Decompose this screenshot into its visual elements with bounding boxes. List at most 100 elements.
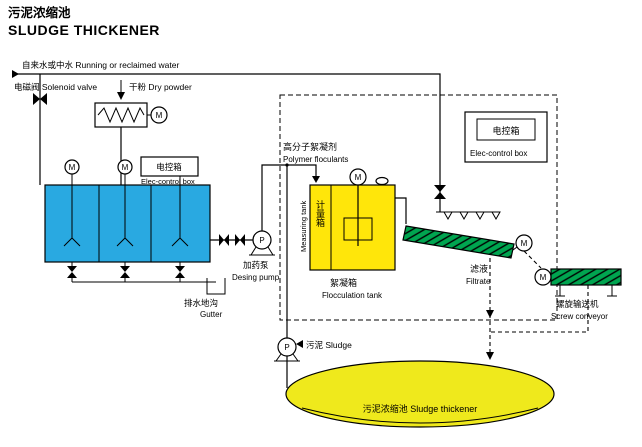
control-cabinet [464, 111, 548, 163]
dry-powder-feeder: 干粉 Dry powder M [94, 80, 192, 185]
pipe-line [261, 164, 317, 231]
shaft-line [512, 246, 518, 251]
control-box-label-en: Elec-control box [141, 177, 195, 186]
pump-label: P [259, 236, 264, 245]
gutter-channel-icon [206, 278, 226, 295]
measuring-tank-label-zh: 计量箱 [315, 199, 325, 228]
pump-stand [249, 246, 275, 256]
motor-label: M [122, 163, 129, 172]
dosing-pump-label-zh: 加药泵 [243, 260, 269, 270]
spray-nozzles [434, 185, 501, 221]
equipment-enclosure-dashed [279, 94, 558, 321]
down-arrow-icon [117, 92, 125, 100]
screw-conveyor: M 螺旋输送机 Screw conveyor [523, 250, 622, 321]
screen-flights-hatch [403, 226, 514, 258]
polymer-label-en: Polymer floculants [283, 155, 348, 164]
paddle-frame-icon [343, 217, 373, 241]
tank-fitting [375, 176, 389, 186]
tank-outlet-line [395, 197, 407, 224]
solenoid-valve-label: 电磁阀 Solenoid valve [14, 82, 97, 92]
motor-label: M [69, 163, 76, 172]
sludge-label: 污泥 Sludge [306, 340, 352, 350]
valve-icon [434, 192, 446, 199]
valve-icon [434, 185, 446, 192]
diagram-title: 污泥浓缩池 SLUDGE THICKENER [8, 5, 160, 38]
measuring-tank-label-en: Measuring tank [299, 200, 308, 252]
valve-icon [67, 266, 77, 272]
filtrate-label-zh: 滤液 [470, 263, 488, 274]
screw-feeder-icon [97, 106, 145, 124]
dewatering-screen: M 滤液 Filtrate [402, 225, 533, 286]
control-box [476, 118, 536, 141]
mixer-1: M [63, 159, 81, 247]
polymer-label-zh: 高分子絮凝剂 [283, 141, 337, 152]
motor-icon [150, 106, 168, 124]
solenoid-valve: 电磁阀 Solenoid valve [14, 74, 97, 185]
nozzle-icon [491, 211, 501, 221]
valve-icon [219, 234, 224, 246]
flow-arrow-icon [296, 340, 303, 348]
valve-icon [67, 272, 77, 278]
control-box-label-zh: 电控箱 [156, 162, 182, 172]
gutter-label-zh: 排水地沟 [184, 298, 218, 308]
motor-label: M [521, 239, 528, 248]
valve-icon [33, 93, 40, 105]
discharge-lines [486, 258, 589, 360]
mixer-2: M [116, 159, 134, 247]
filtrate-label-en: Filtrate [466, 277, 491, 286]
water-pipe-line [14, 73, 441, 212]
thickener-label: 污泥浓缩池 Sludge thickener [363, 403, 478, 414]
motor-label: M [156, 111, 163, 120]
valve-icon [120, 272, 130, 278]
dry-powder-label: 干粉 Dry powder [129, 82, 192, 92]
valve-icon [175, 272, 185, 278]
water-supply-line: 自来水或中水 Running or reclaimed water [12, 60, 441, 212]
sludge-pump: P 污泥 Sludge [274, 165, 352, 388]
water-supply-label: 自来水或中水 Running or reclaimed water [22, 60, 179, 70]
dosing-pump-label-en: Desing pump [232, 273, 280, 282]
drain-stubs [71, 262, 181, 282]
valve-icon [120, 266, 130, 272]
nozzle-icon [475, 211, 485, 221]
down-arrow-icon [486, 352, 494, 360]
polymer-feed-line: 高分子絮凝剂 Polymer floculants [261, 141, 348, 231]
motor-label: M [355, 173, 362, 182]
tank-drain-valves [67, 262, 216, 283]
elec-control-box-right: 电控箱 Elec-control box [464, 111, 548, 163]
motor-label: M [540, 273, 547, 282]
gutter-label-en: Gutter [200, 310, 223, 319]
conveyor-flights-hatch [551, 269, 621, 285]
control-box-label-en: Elec-control box [470, 149, 527, 158]
flocculation-tank: 计量箱 Measuring tank M 絮凝箱 Flocculation ta… [299, 168, 407, 300]
page-title-en: SLUDGE THICKENER [8, 22, 160, 38]
flocculation-tank-body [309, 184, 396, 271]
elec-control-box-left: 电控箱 Elec-control box [140, 156, 199, 186]
flocculation-tank-label-en: Flocculation tank [322, 291, 383, 300]
sludge-thickener-tank: 污泥浓缩池 Sludge thickener [285, 360, 555, 428]
page-title-zh: 污泥浓缩池 [8, 5, 71, 20]
agitator-icon [171, 176, 189, 247]
down-arrow-icon [312, 176, 320, 183]
valve-icon [235, 234, 240, 246]
transfer-line [523, 250, 542, 269]
valve-icon [40, 93, 47, 105]
nozzle-icon [443, 211, 453, 221]
conveyor-legs [555, 285, 617, 297]
control-box-label-zh: 电控箱 [492, 125, 519, 136]
gutter: 排水地沟 Gutter [184, 278, 226, 319]
agitator-icon [116, 174, 134, 247]
valve-icon [175, 266, 185, 272]
screw-conveyor-label-en: Screw conveyor [551, 312, 608, 321]
flocculation-tank-label-zh: 絮凝箱 [330, 277, 357, 288]
mixer-3 [171, 176, 189, 247]
conveyor-return-line [490, 285, 589, 333]
agitator-icon [63, 174, 81, 247]
screw-conveyor-label-zh: 螺旋输送机 [556, 299, 599, 309]
dissolving-tank-body [44, 184, 211, 263]
nozzle-icon [459, 211, 469, 221]
down-arrow-icon [486, 310, 494, 318]
dosing-pump: P 加药泵 Desing pump [210, 230, 280, 282]
control-box [140, 156, 199, 177]
